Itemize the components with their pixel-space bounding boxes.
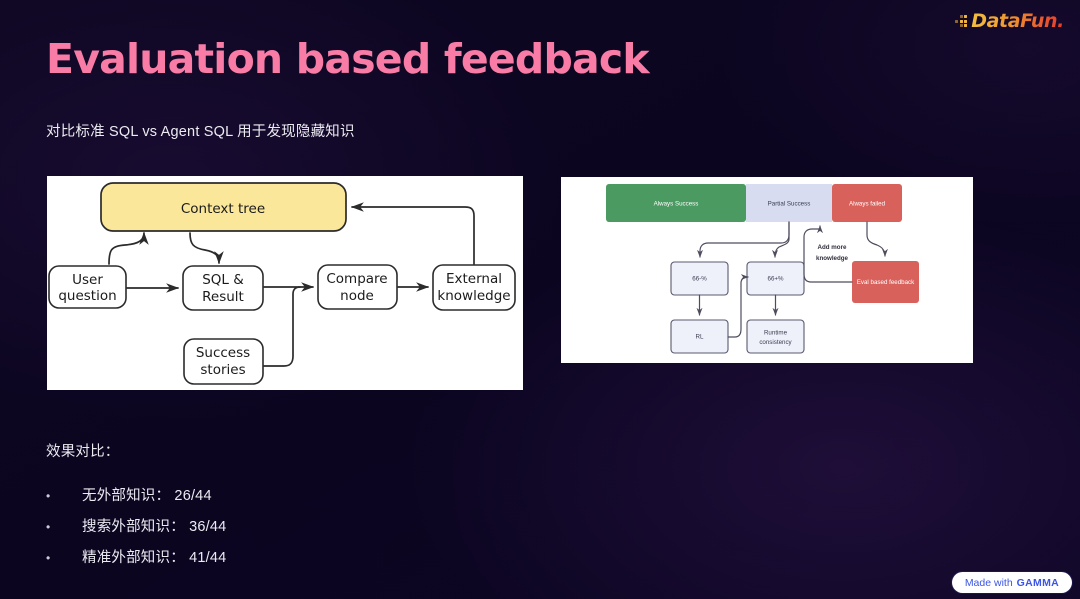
band-always-success-label: Always Success (654, 201, 699, 208)
datafun-logo-dots-icon (955, 14, 968, 28)
edge-user-to-context (108, 231, 149, 265)
results-bullet-list: • 无外部知识： 26/44 • 搜索外部知识： 36/44 • 精准外部知识：… (46, 484, 476, 577)
band-partial-success-label: Partial Success (768, 201, 811, 208)
edge-external-to-context (350, 202, 475, 265)
node-external-knowledge-line1: External (446, 271, 502, 287)
node-runtime-consistency-line2: consistency (759, 339, 792, 346)
node-compare-line2: node (340, 288, 374, 304)
node-threshold-high-label: 66+% (768, 276, 784, 283)
made-with-gamma-badge[interactable]: Made with GAMMA (951, 572, 1072, 593)
node-eval-based-feedback-label: Eval based feedback (857, 279, 915, 286)
band-always-failed-label: Always failed (849, 201, 886, 208)
node-rl-label: RL (696, 334, 704, 341)
node-sql-result-line1: SQL & (202, 272, 244, 288)
figure-right-panel: Always Success Partial Success Always fa… (561, 177, 973, 363)
list-item: • 无外部知识： 26/44 (46, 484, 476, 515)
node-external-knowledge (432, 264, 516, 311)
list-item-text: 精准外部知识： 41/44 (82, 550, 227, 566)
node-threshold-low-label: 66-% (692, 276, 707, 283)
node-sql-result-line2: Result (202, 289, 244, 305)
node-sql-result (182, 265, 264, 311)
edge-context-to-sql (189, 232, 224, 265)
page-subtitle: 对比标准 SQL vs Agent SQL 用于发现隐藏知识 (46, 124, 355, 140)
node-context-tree (100, 182, 347, 232)
annotation-add-more-knowledge-line1: Add more (818, 244, 847, 251)
node-runtime-consistency-line1: Runtime (764, 330, 788, 337)
list-item-text: 无外部知识： 26/44 (82, 488, 212, 504)
edge-eval-to-partial (803, 228, 853, 283)
bullet-marker-icon: • (46, 489, 51, 503)
node-success-stories-line1: Success (196, 345, 250, 361)
bullet-marker-icon: • (46, 520, 51, 534)
node-user-question-line2: question (58, 288, 116, 304)
annotation-add-more-knowledge-line2: knowledge (816, 255, 849, 262)
list-item-text: 搜索外部知识： 36/44 (82, 519, 227, 535)
node-success-stories-line2: stories (200, 362, 245, 378)
results-label: 效果对比： (46, 444, 120, 460)
node-context-tree-label: Context tree (181, 201, 265, 217)
node-eval-based-feedback (852, 261, 919, 303)
list-item: • 搜索外部知识： 36/44 (46, 515, 476, 546)
node-external-knowledge-line2: knowledge (437, 288, 510, 304)
node-compare-line1: Compare (326, 271, 387, 287)
edge-failed-to-eval (866, 221, 888, 257)
datafun-logo-text: DataFun. (971, 10, 1064, 32)
datafun-logo: DataFun. (955, 10, 1064, 32)
edge-rl-to-high (727, 274, 749, 338)
edge-partial-to-high (772, 221, 790, 258)
figure-left-panel: Context tree User question SQL & Result … (47, 176, 523, 390)
node-user-question (48, 265, 127, 309)
bullet-marker-icon: • (46, 551, 51, 565)
node-success-stories (183, 338, 264, 385)
node-user-question-line1: User (72, 272, 103, 288)
band-always-failed (832, 184, 902, 222)
node-compare (317, 264, 398, 310)
made-with-gamma-prefix: Made with (964, 576, 1013, 589)
band-always-success (606, 184, 746, 222)
edge-success-to-compare (263, 286, 301, 367)
band-partial-success (746, 184, 832, 222)
page-title: Evaluation based feedback (46, 35, 650, 83)
node-runtime-consistency (746, 319, 805, 354)
list-item: • 精准外部知识： 41/44 (46, 546, 476, 577)
made-with-gamma-brand: GAMMA (1016, 576, 1059, 589)
